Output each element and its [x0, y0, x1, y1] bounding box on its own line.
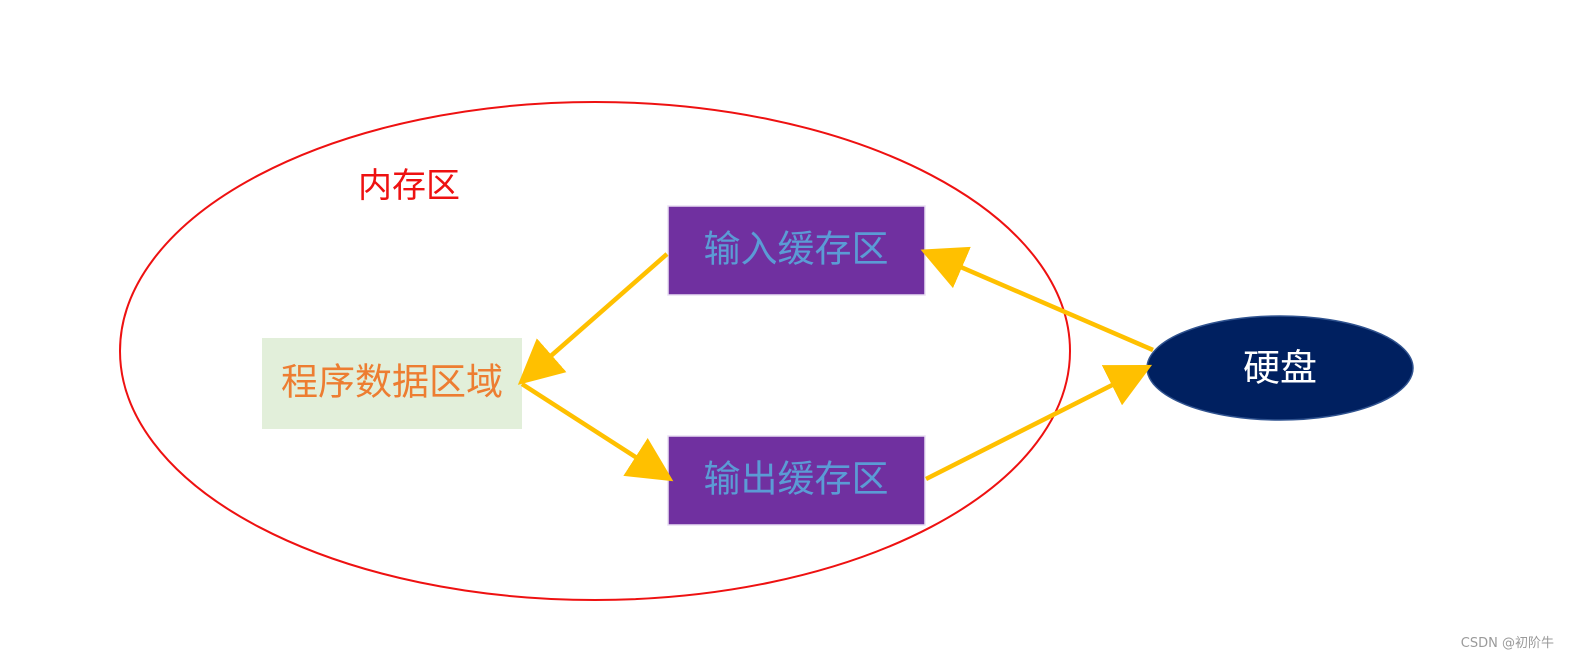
program-data-label: 程序数据区域: [281, 361, 503, 404]
output-buffer-label: 输出缓存区: [704, 458, 889, 501]
output-buffer-box: [667, 435, 926, 526]
input-buffer-label: 输入缓存区: [704, 228, 889, 271]
arrow-input-buffer-to-program-data: [517, 252, 669, 385]
input-buffer-box: [667, 205, 926, 296]
arrow-output-buffer-to-disk: [924, 364, 1153, 482]
disk-label: 硬盘: [1243, 347, 1317, 390]
program-data-box: [262, 338, 522, 429]
arrow-program-data-to-output-buffer: [520, 382, 674, 482]
memory-region-ellipse: [119, 101, 1071, 601]
arrow-disk-to-input-buffer: [920, 246, 1154, 353]
memory-region-label: 内存区: [358, 166, 460, 206]
watermark: CSDN @初阶牛: [1460, 636, 1554, 651]
